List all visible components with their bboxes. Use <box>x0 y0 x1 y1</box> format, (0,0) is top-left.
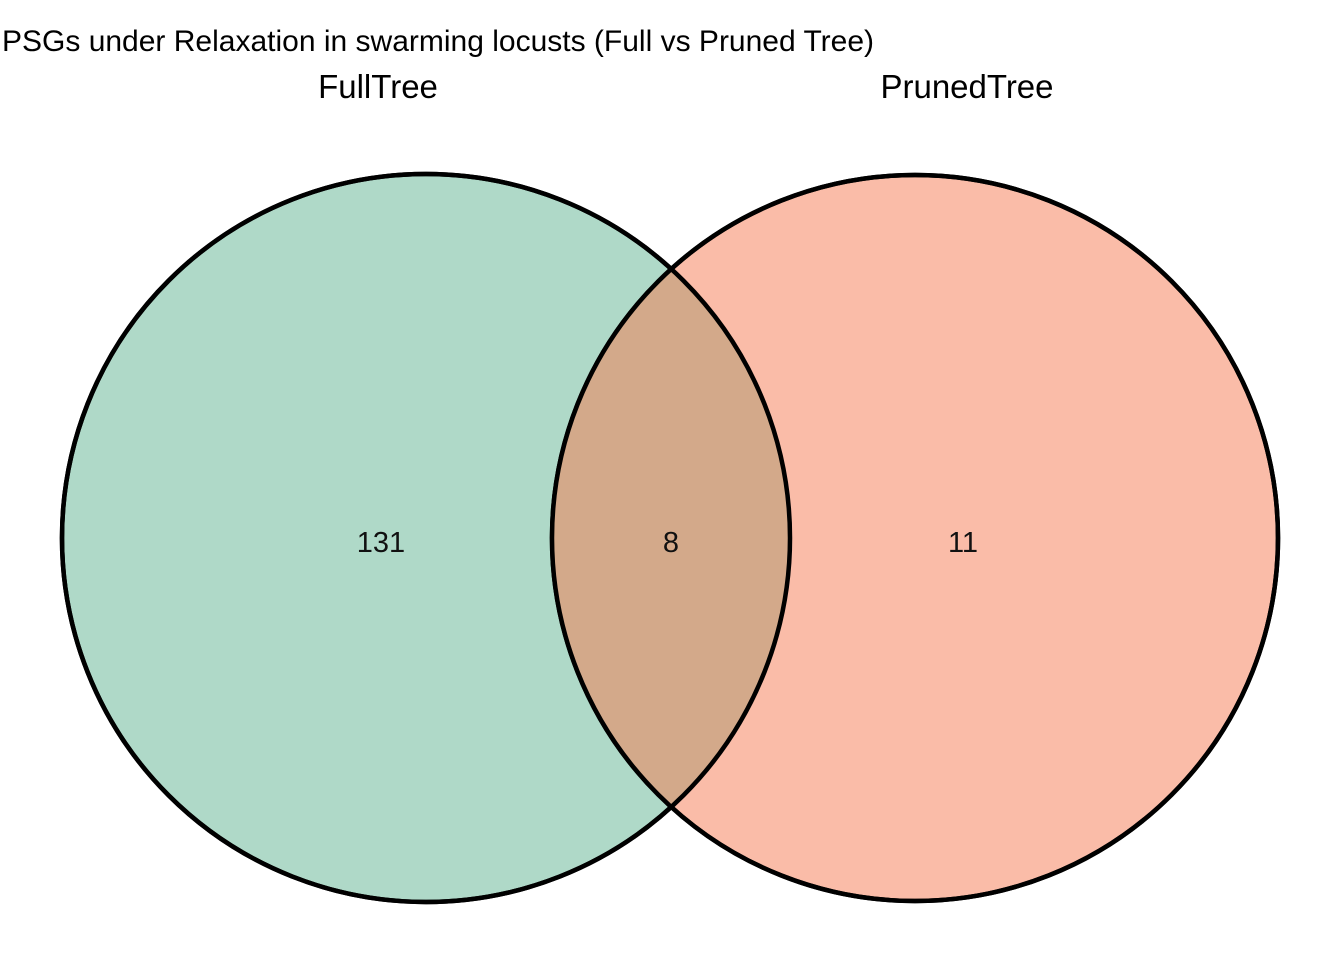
venn-count-right-only: 11 <box>947 527 979 559</box>
set-label-fulltree: FullTree <box>318 68 438 105</box>
venn-count-intersection: 8 <box>662 527 680 559</box>
venn-circle-fulltree-outline <box>59 171 793 905</box>
venn-region-intersection <box>552 175 790 901</box>
page-title: PSGs under Relaxation in swarming locust… <box>2 25 875 58</box>
venn-circle-prunedtree-outline <box>549 172 1281 904</box>
venn-count-left-only: 131 <box>356 527 406 559</box>
set-label-prunedtree: PrunedTree <box>880 68 1054 105</box>
